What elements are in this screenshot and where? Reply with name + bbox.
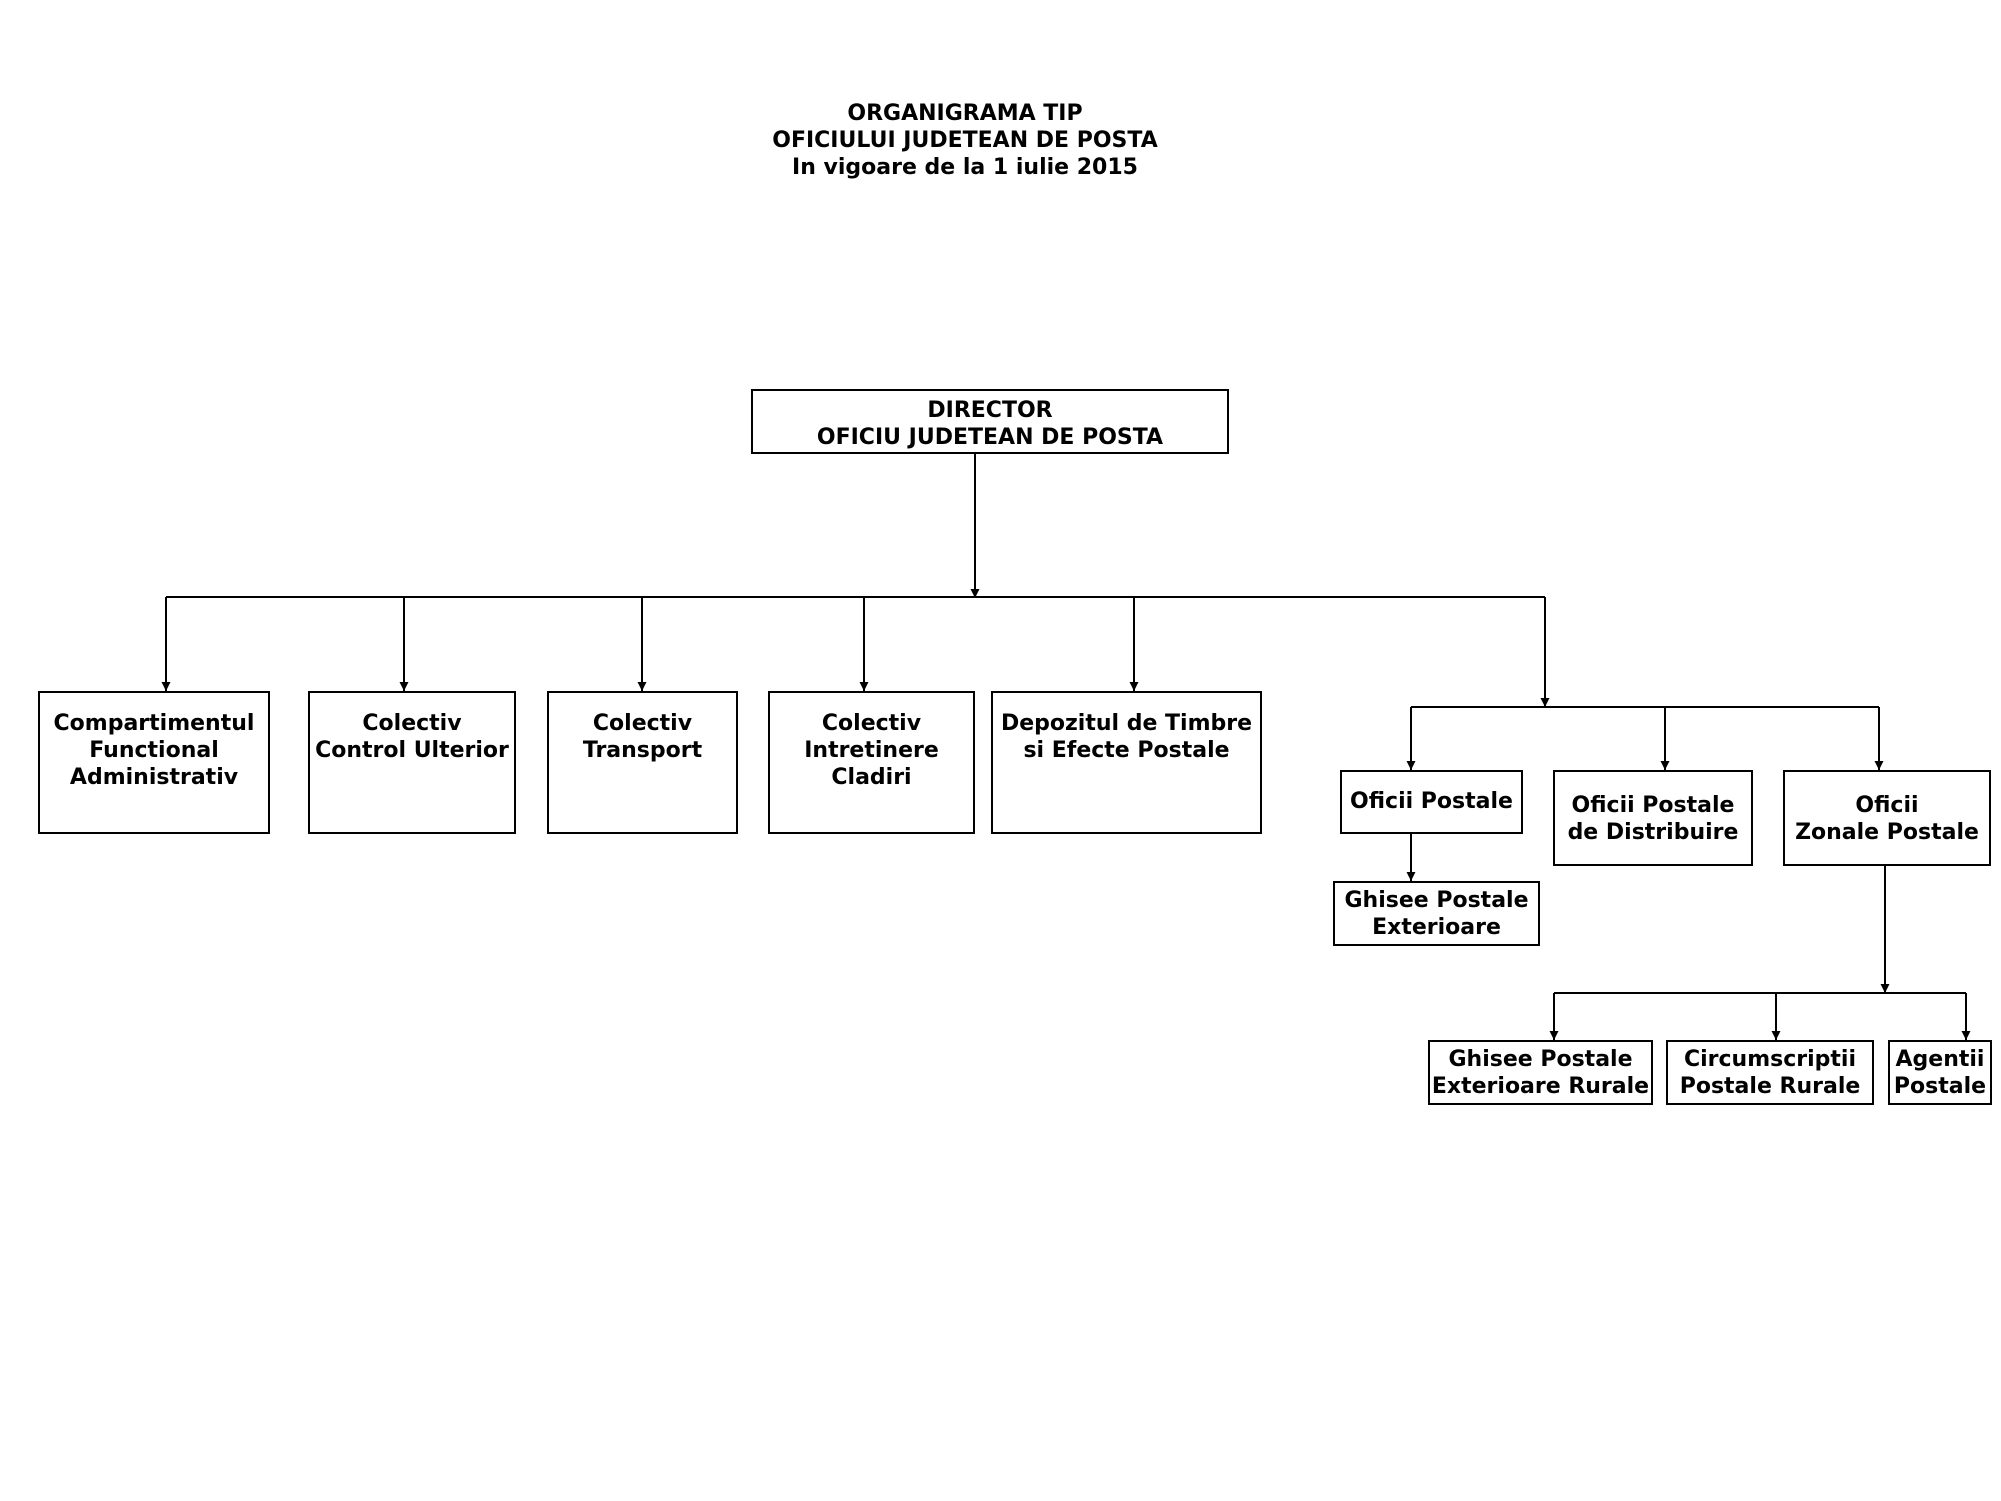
- node-label: Control Ulterior: [315, 738, 509, 763]
- node-label: Transport: [582, 738, 703, 763]
- node-label: Exterioare: [1372, 915, 1501, 940]
- node-label: Colectiv: [592, 711, 693, 736]
- node-label: OFICIU JUDETEAN DE POSTA: [816, 425, 1164, 450]
- node-label: Agentii: [1895, 1047, 1985, 1072]
- node-label: Intretinere: [804, 738, 939, 763]
- node-label: Postale: [1893, 1074, 1987, 1099]
- node-label: Oficii Postale: [1571, 793, 1735, 818]
- node-control-ulterior: Colectiv Control Ulterior: [308, 691, 516, 834]
- node-label: si Efecte Postale: [1023, 738, 1230, 763]
- node-label: Oficii Postale: [1350, 789, 1513, 814]
- title-line-1: ORGANIGRAMA TIP: [847, 101, 1083, 126]
- node-label: DIRECTOR: [927, 398, 1053, 423]
- node-oficii-zonale: Oficii Zonale Postale: [1783, 770, 1991, 866]
- node-label: Ghisee Postale: [1344, 888, 1529, 913]
- title-line-2: OFICIULUI JUDETEAN DE POSTA: [772, 128, 1158, 153]
- node-label: Cladiri: [831, 765, 912, 790]
- node-ghisee-exterioare: Ghisee Postale Exterioare: [1333, 881, 1540, 946]
- node-label: Exterioare Rurale: [1431, 1074, 1650, 1099]
- node-director: DIRECTOR OFICIU JUDETEAN DE POSTA: [751, 389, 1229, 454]
- node-depozit: Depozitul de Timbre si Efecte Postale: [991, 691, 1262, 834]
- node-oficii-distributie: Oficii Postale de Distribuire: [1553, 770, 1753, 866]
- node-label: Colectiv: [362, 711, 462, 736]
- node-comp-functional: Compartimentul Functional Administrativ: [38, 691, 270, 834]
- node-ghisee-rurale: Ghisee Postale Exterioare Rurale: [1428, 1040, 1653, 1105]
- node-transport: Colectiv Transport: [547, 691, 738, 834]
- chart-title: ORGANIGRAMA TIP OFICIULUI JUDETEAN DE PO…: [0, 100, 1930, 181]
- node-agentii: Agentii Postale: [1888, 1040, 1992, 1105]
- node-label: Oficii: [1855, 793, 1919, 818]
- title-line-3: In vigoare de la 1 iulie 2015: [792, 155, 1138, 180]
- node-label: Administrativ: [69, 765, 239, 790]
- node-label: Postale Rurale: [1679, 1074, 1861, 1099]
- node-label: Depozitul de Timbre: [1000, 711, 1253, 736]
- node-label: Compartimentul: [53, 711, 255, 736]
- node-label: Zonale Postale: [1795, 820, 1979, 845]
- node-label: de Distribuire: [1567, 820, 1739, 845]
- node-intretinere: Colectiv Intretinere Cladiri: [768, 691, 975, 834]
- node-circumscriptii: Circumscriptii Postale Rurale: [1666, 1040, 1874, 1105]
- node-label: Colectiv: [821, 711, 922, 736]
- node-oficii-postale: Oficii Postale: [1340, 770, 1523, 834]
- node-label: Ghisee Postale: [1448, 1047, 1633, 1072]
- node-label: Circumscriptii: [1683, 1047, 1857, 1072]
- node-label: Functional: [89, 738, 219, 763]
